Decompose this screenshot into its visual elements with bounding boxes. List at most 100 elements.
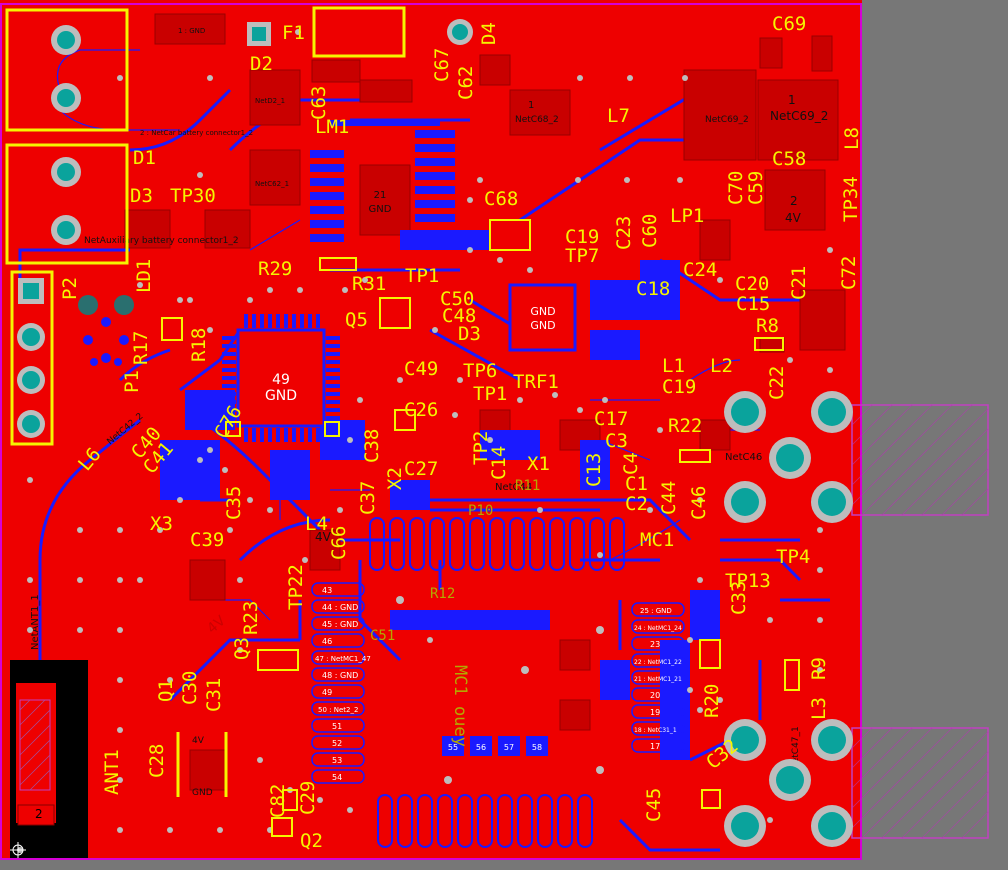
designator-c18: C18 [636, 278, 670, 300]
pad-21-gnd: GND [369, 204, 392, 215]
designator-tp1: TP1 [405, 265, 439, 287]
silkscreen-small-outlines [161, 219, 800, 837]
designator-tp13: TP13 [725, 570, 771, 592]
mc1-pin-47: 47 : NetMC1_47 [315, 655, 371, 663]
netc62-label: NetC62_1 [255, 180, 289, 188]
pad-21: 21 [374, 190, 387, 201]
netc68-label: NetC68_2 [515, 115, 559, 125]
mc1-pad-56: 56 [476, 743, 486, 752]
designator-c68: C68 [484, 188, 518, 210]
mc1-pin-51: 51 [332, 722, 342, 731]
designator-c82: C82 [267, 784, 289, 818]
designator-c46: C46 [688, 486, 710, 520]
pad-c68-1: 1 [528, 100, 534, 111]
designator-q2: Q2 [300, 830, 323, 852]
netc69-label: NetC69_2 [705, 115, 749, 125]
mc1-pin-18: 18 : NetC31_1 [634, 727, 677, 734]
c28-4v-label: 4V [192, 736, 205, 746]
c66-4v-label: 4V [315, 530, 332, 544]
designator-c69: C69 [772, 13, 806, 35]
designator-l2: L2 [710, 355, 733, 377]
designator-tp34: TP34 [840, 176, 862, 222]
mc1-pin-20: 20 [650, 691, 660, 700]
designator-r22: R22 [668, 415, 702, 437]
designator-r20: R20 [701, 684, 723, 718]
mc1-pin-22: 22 : NetMC1_22 [634, 659, 682, 666]
designator-tp30: TP30 [170, 185, 216, 207]
mc1-pin-43: 43 [322, 586, 332, 595]
mc1-pin-23: 23 [650, 640, 660, 649]
designator-l7: L7 [607, 105, 630, 127]
designator-c60: C60 [639, 214, 661, 248]
designator-d4: D4 [478, 22, 500, 45]
designator-c2: C2 [625, 493, 648, 515]
designator-c3: C3 [605, 430, 628, 452]
designator-c62: C62 [455, 66, 477, 100]
designator-d3: D3 [130, 185, 153, 207]
designator-c20: C20 [735, 273, 769, 295]
designator-tp2: TP2 [470, 431, 492, 465]
netd2-label: NetD2_1 [255, 97, 285, 105]
mc1-module-inner-pads [390, 610, 550, 756]
designator-q5: Q5 [345, 309, 368, 331]
p10-bottom-silk: P10 [468, 503, 493, 519]
designator-c27: C27 [404, 458, 438, 480]
vias [17, 29, 833, 853]
designator-c24: C24 [683, 259, 717, 281]
antenna-pad [16, 683, 56, 823]
smd-pad-arrays [160, 120, 720, 760]
designator-c45: C45 [643, 788, 665, 822]
mc1-pin-53: 53 [332, 756, 342, 765]
designator-r17: R17 [130, 331, 152, 365]
mc1-pin-21: 21 : NetMC1_21 [634, 676, 682, 683]
designator-c19b: C19 [662, 376, 696, 398]
pad-1-gnd-label: 1 : GND [178, 27, 205, 35]
through-hole-pads [17, 19, 473, 438]
designator-c28: C28 [146, 744, 168, 778]
mc1-pad-57: 57 [504, 743, 514, 752]
designator-tp4: TP4 [776, 546, 810, 568]
designator-c15: C15 [736, 293, 770, 315]
mc1-bottom-silk: MC1 ouey [450, 665, 470, 747]
designator-f1: F1 [282, 22, 305, 44]
rf-chip-gnd-2: GND [530, 319, 555, 332]
mc1-pad-58: 58 [532, 743, 542, 752]
c51-bottom-silk: C51 [370, 628, 395, 644]
designator-d3b: D3 [458, 323, 481, 345]
designator-c19: C19 [565, 226, 599, 248]
designator-p2: P2 [59, 277, 81, 300]
bottom-traces [18, 88, 830, 852]
designator-c67: C67 [431, 48, 453, 82]
mc1-pin-49: 49 [322, 688, 332, 697]
designator-r29: R29 [258, 258, 292, 280]
designator-mc1: MC1 [640, 529, 674, 551]
silkscreen-outlines [5, 6, 406, 797]
c28-gnd-label: GND [192, 788, 213, 798]
mc1-pin-19: 19 [650, 708, 660, 717]
rf-chip [508, 283, 577, 352]
hatch-bottom [851, 727, 989, 839]
antenna-feed-pad [17, 804, 55, 826]
hatch-top [851, 404, 989, 516]
designator-l4: L4 [305, 513, 328, 535]
designator-c23: C23 [613, 216, 635, 250]
rf-chip-gnd-1: GND [530, 305, 555, 318]
designator-c1: C1 [625, 473, 648, 495]
designator-p1: P1 [121, 370, 143, 393]
mc1-right-pins: 25 : GND 24 : NetMC1_24 23 22 : NetMC1_2… [631, 602, 685, 753]
mc1-pin-54: 54 [332, 773, 342, 782]
designator-lm1: LM1 [315, 116, 349, 138]
designator-c48: C48 [442, 305, 476, 327]
netc69-2-label: NetC69_2 [770, 109, 828, 123]
mc1-pad-55: 55 [448, 743, 458, 752]
mc1-pin-24: 24 : NetMC1_24 [634, 625, 682, 632]
mc1-pin-46: 46 [322, 637, 332, 646]
netc47-label: NetC47_1 [791, 726, 801, 770]
designator-tp22: TP22 [285, 564, 307, 610]
designator-ld1: LD1 [133, 259, 155, 293]
designator-c30: C30 [179, 671, 201, 705]
designator-c50: C50 [440, 288, 474, 310]
mc1-pin-17: 17 [650, 742, 660, 751]
designator-l1: L1 [662, 355, 685, 377]
